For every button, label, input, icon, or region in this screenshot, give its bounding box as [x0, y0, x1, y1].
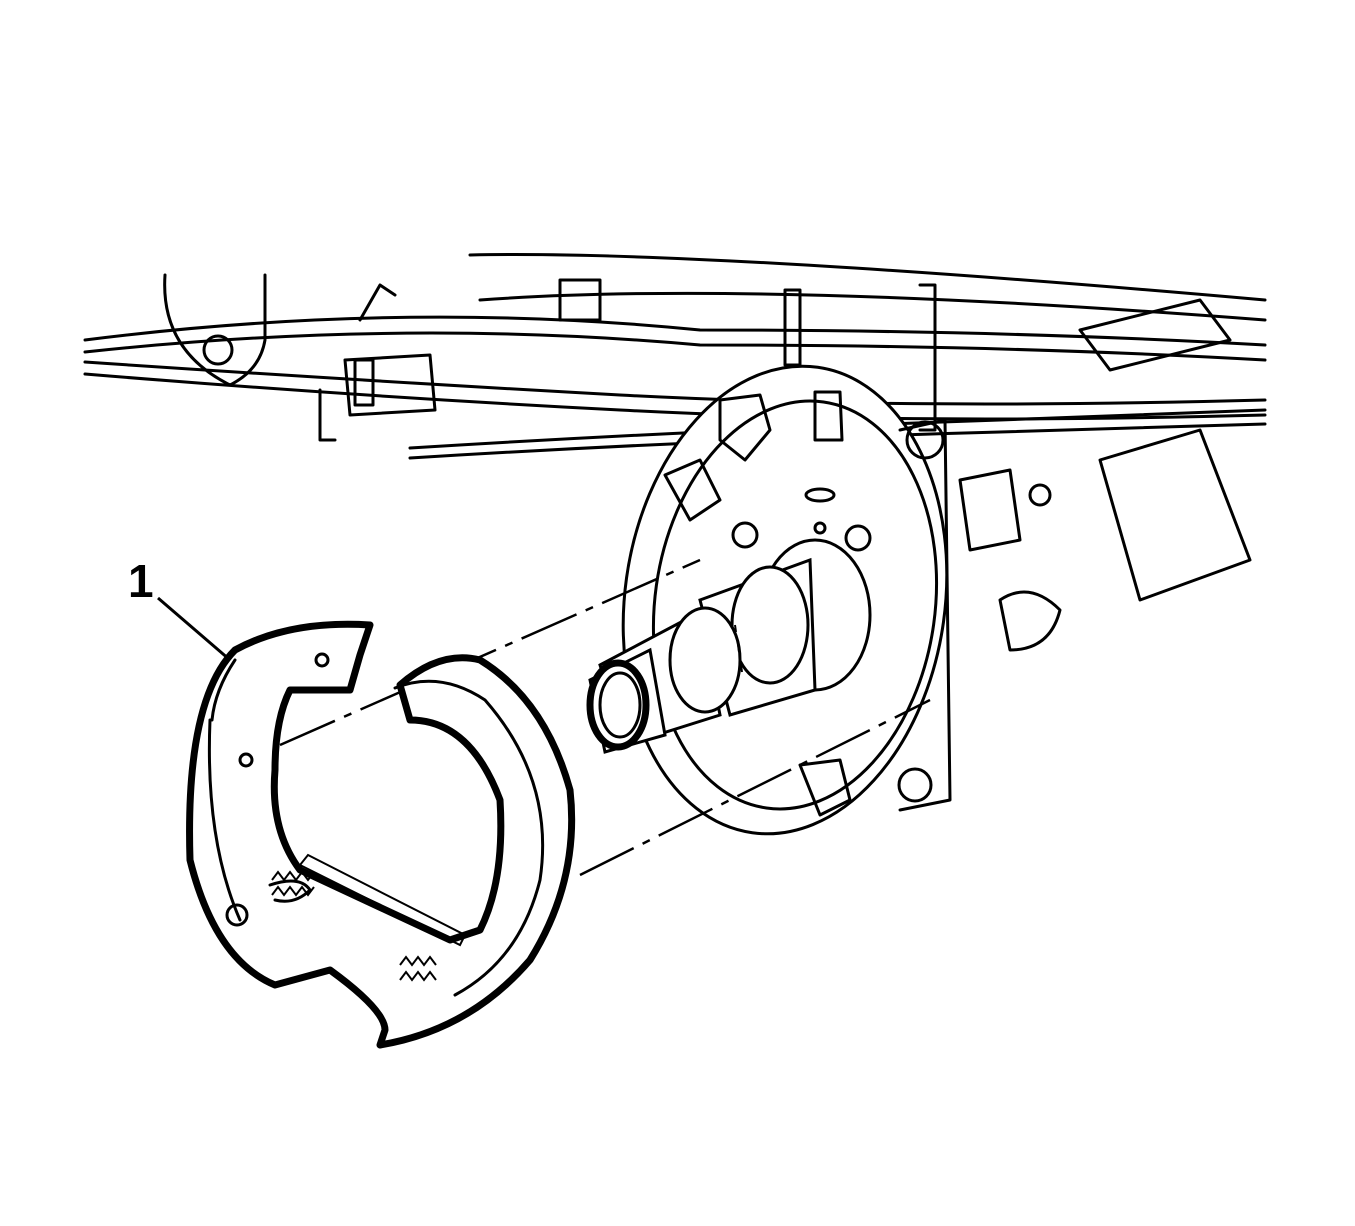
return-spring-right — [399, 955, 437, 982]
shock-absorber — [958, 298, 1252, 652]
leaf-spring — [83, 253, 1267, 460]
spring-bracket — [163, 273, 937, 442]
return-spring-left — [271, 870, 315, 897]
callout-1-label: 1 — [128, 555, 154, 607]
axle-hub — [586, 538, 872, 754]
parking-brake-shoe — [186, 620, 576, 1049]
callout-1-leader — [157, 596, 231, 662]
alignment-lines — [279, 558, 931, 877]
